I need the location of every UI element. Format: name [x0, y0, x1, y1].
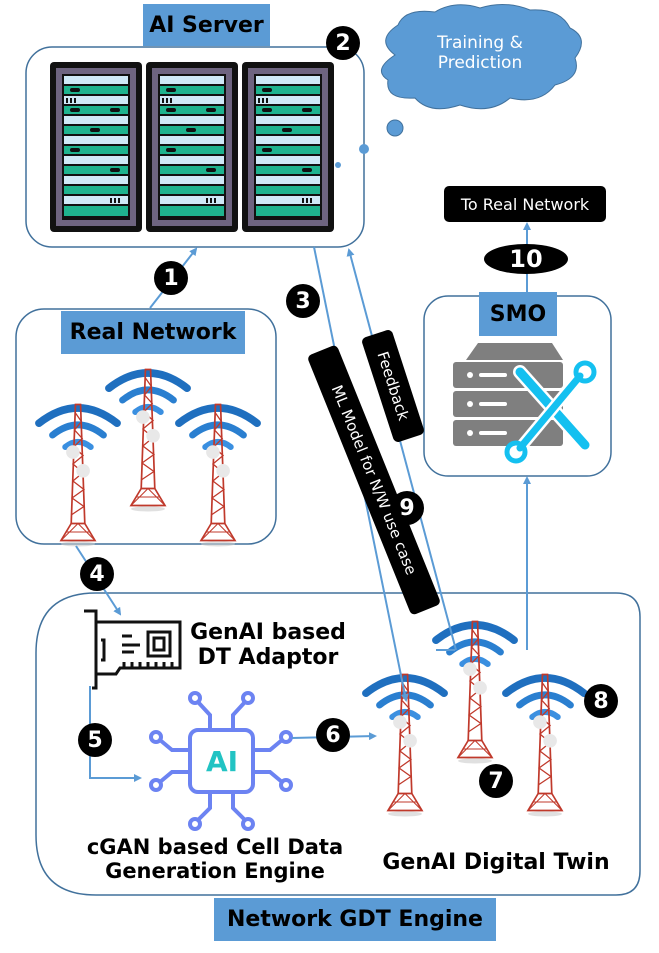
step-badge-2: 2 — [326, 26, 360, 60]
ai-chip-icon — [149, 691, 293, 831]
flow-arrows — [75, 222, 531, 782]
step-badge-8: 8 — [584, 684, 618, 718]
step-badge-3: 3 — [286, 284, 320, 318]
step-badge-1: 1 — [154, 261, 188, 295]
gdt-engine-container — [35, 592, 641, 896]
server-rack-icon — [50, 62, 334, 232]
dt-adaptor-card-icon — [84, 609, 182, 690]
smo-label: SMO — [479, 292, 557, 336]
dt-adaptor-label: GenAI based DT Adaptor — [190, 620, 346, 671]
to-real-network-box: To Real Network — [444, 186, 606, 222]
cloud-label: Training & Prediction — [437, 33, 523, 73]
step-badge-4: 4 — [80, 557, 114, 591]
step-badge-9: 9 — [390, 491, 424, 525]
digital-twin-label: GenAI Digital Twin — [382, 850, 610, 875]
real-network-towers-icon — [39, 370, 257, 547]
digital-twin-towers-icon — [366, 622, 584, 817]
real-network-label: Real Network — [61, 311, 245, 354]
step-badge-10: 10 — [484, 244, 568, 274]
training-prediction-cloud — [335, 4, 582, 168]
step-badge-7: 7 — [479, 764, 513, 798]
ai-chip-label: AI — [206, 745, 238, 778]
step-badge-5: 5 — [78, 723, 112, 757]
ai-server-label: AI Server — [143, 4, 270, 46]
cgan-engine-label: cGAN based Cell Data Generation Engine — [86, 835, 344, 884]
real-network-container — [15, 308, 277, 545]
network-gdt-engine-label: Network GDT Engine — [214, 898, 496, 941]
smo-server-tools-icon — [453, 343, 597, 464]
step-badge-6: 6 — [316, 718, 350, 752]
arrow-5 — [89, 686, 142, 782]
arrow-9 — [346, 248, 457, 651]
